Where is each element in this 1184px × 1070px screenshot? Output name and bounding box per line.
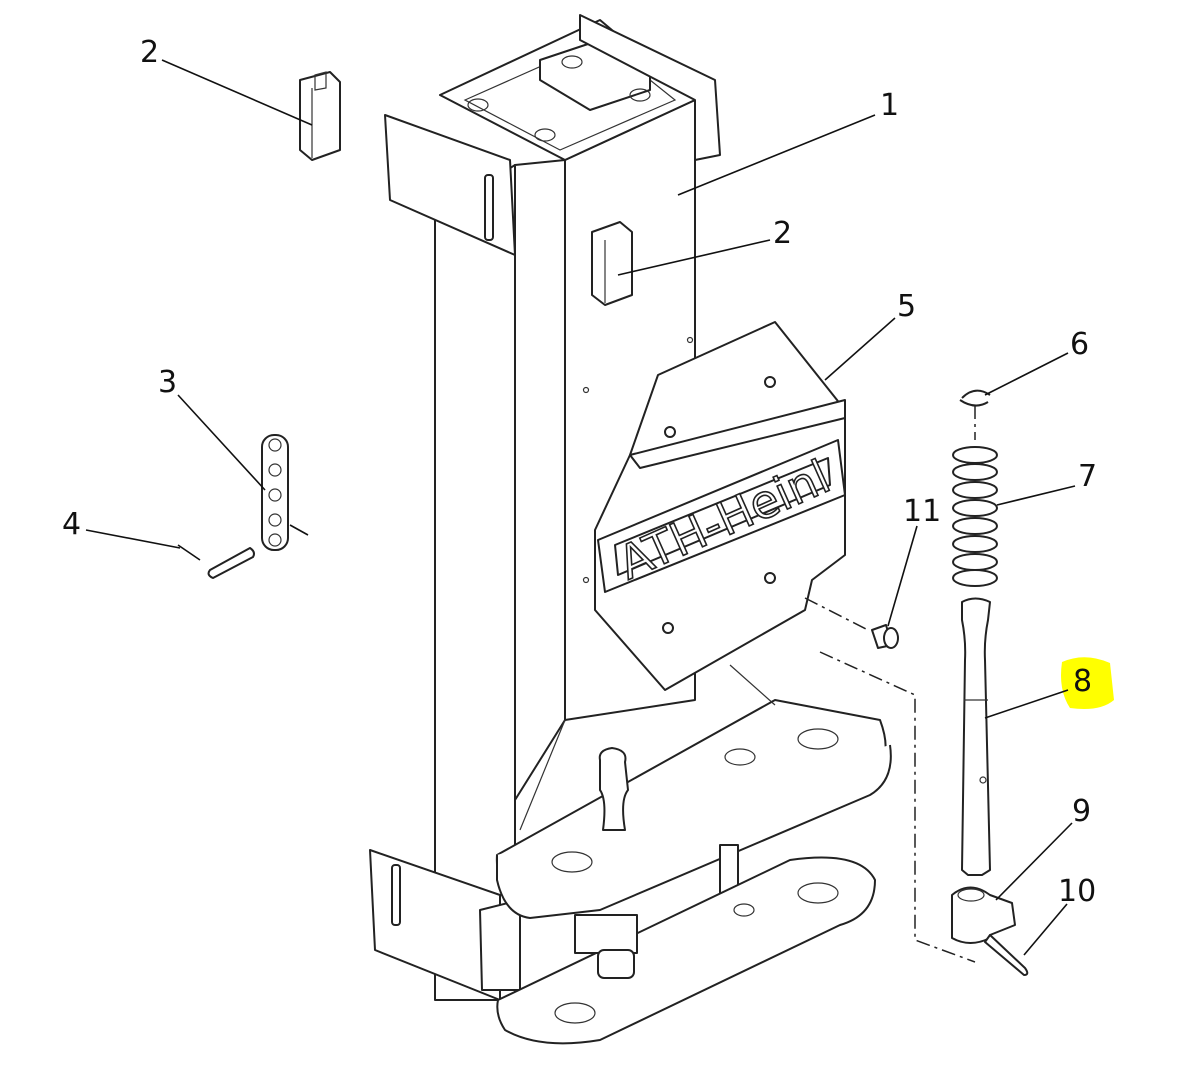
callout-3: 3 bbox=[158, 365, 266, 491]
svg-text:10: 10 bbox=[1058, 874, 1096, 909]
callout-2-mid: 2 bbox=[617, 216, 792, 276]
callout-5: 5 bbox=[824, 289, 916, 381]
svg-text:8: 8 bbox=[1073, 664, 1092, 699]
svg-text:11: 11 bbox=[903, 494, 941, 529]
svg-text:9: 9 bbox=[1072, 794, 1091, 829]
callout-2-top: 2 bbox=[140, 35, 313, 126]
pin-part-4 bbox=[177, 544, 255, 579]
chain-part-3 bbox=[261, 434, 309, 551]
pin-part-10 bbox=[984, 934, 1029, 976]
svg-text:6: 6 bbox=[1070, 327, 1089, 362]
svg-text:3: 3 bbox=[158, 365, 177, 400]
svg-text:4: 4 bbox=[62, 507, 81, 542]
callout-6: 6 bbox=[984, 327, 1089, 396]
retaining-ring-part-6 bbox=[959, 389, 991, 407]
svg-text:2: 2 bbox=[140, 35, 159, 70]
base-assembly bbox=[495, 699, 892, 1045]
callout-11: 11 bbox=[887, 494, 941, 627]
svg-text:1: 1 bbox=[880, 88, 899, 123]
screw-part-11 bbox=[871, 624, 899, 649]
callout-4: 4 bbox=[62, 507, 181, 549]
callout-9: 9 bbox=[995, 794, 1091, 901]
svg-text:7: 7 bbox=[1078, 459, 1097, 494]
spring-part-7 bbox=[952, 446, 998, 587]
svg-text:5: 5 bbox=[897, 289, 916, 324]
shaft-part-8 bbox=[961, 597, 991, 876]
callout-7: 7 bbox=[996, 459, 1097, 506]
callout-1: 1 bbox=[677, 88, 899, 196]
slide-block-part-2-mid bbox=[591, 221, 633, 306]
foot-plate-part-5: ATH-Heinl bbox=[594, 321, 846, 706]
callout-10: 10 bbox=[1023, 874, 1096, 956]
svg-text:2: 2 bbox=[773, 216, 792, 251]
slide-block-part-2-top bbox=[299, 71, 341, 161]
collar-part-9 bbox=[951, 886, 1016, 944]
highlight-mark bbox=[1061, 657, 1114, 709]
callout-8-highlighted: 8 bbox=[984, 657, 1114, 719]
